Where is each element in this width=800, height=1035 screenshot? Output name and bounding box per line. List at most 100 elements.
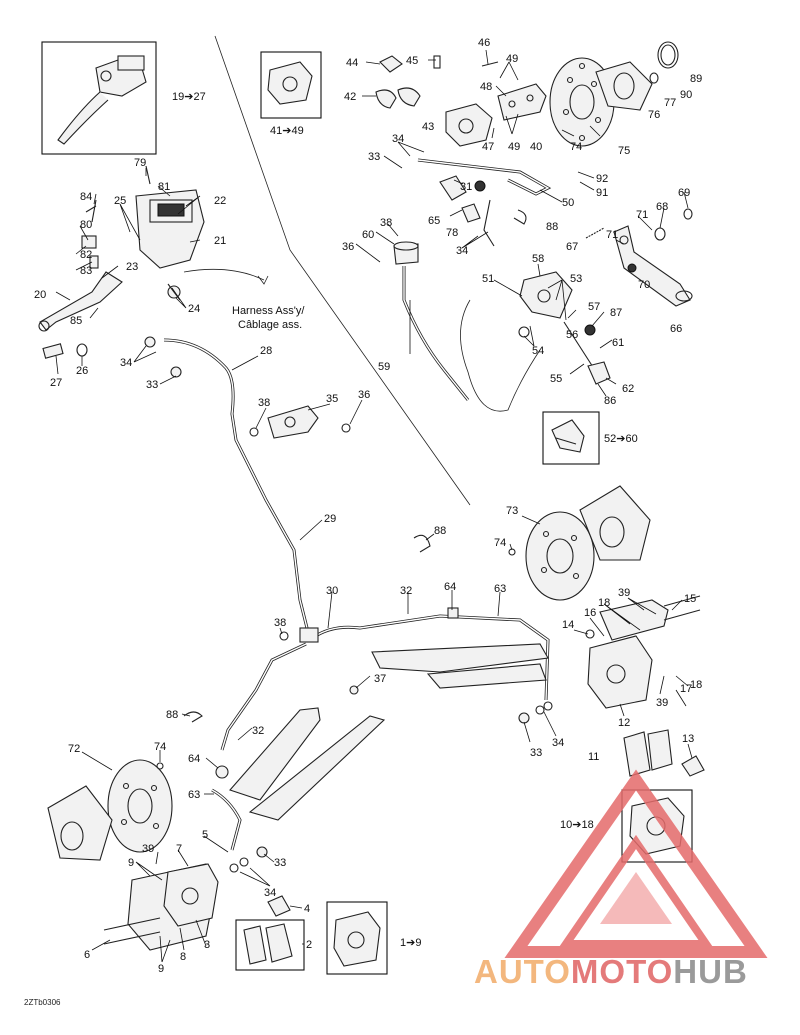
reservoir-60	[393, 241, 419, 265]
label-39-b: 39	[656, 697, 668, 709]
label-20: 20	[34, 289, 46, 301]
label-60: 60	[362, 229, 374, 241]
label-74-c: 74	[154, 741, 166, 753]
pads-2	[235, 919, 305, 971]
label-77: 77	[664, 97, 676, 109]
label-29: 29	[324, 513, 336, 525]
washer-54	[518, 326, 530, 338]
caliper-12	[587, 635, 653, 709]
label-61: 61	[612, 337, 624, 349]
front-disc-73	[525, 511, 595, 601]
label-13: 13	[682, 733, 694, 745]
spring-13	[681, 755, 705, 777]
label-50: 50	[562, 197, 574, 209]
label-5: 5	[202, 829, 208, 841]
label-70: 70	[638, 279, 650, 291]
harness-label-line1: Harness Ass'y/	[232, 305, 305, 317]
label-62: 62	[622, 383, 634, 395]
label-35: 35	[326, 393, 338, 405]
label-15: 15	[684, 593, 696, 605]
label-88-b: 88	[434, 525, 446, 537]
label-21: 21	[214, 235, 226, 247]
brake-line-28-29	[163, 338, 312, 641]
label-65: 65	[428, 215, 440, 227]
label-85: 85	[70, 315, 82, 327]
pads-11	[623, 729, 673, 777]
watermark-text: AUTOMOTOHUB	[474, 953, 800, 993]
splitter-30	[299, 607, 550, 701]
spring-67	[585, 227, 605, 239]
bolt-74-lower	[156, 762, 164, 770]
drawing-code: 2ZTb0306	[24, 998, 61, 1007]
label-36: 36	[342, 241, 354, 253]
label-39: 39	[618, 587, 630, 599]
brake-pedal-66	[613, 225, 693, 307]
label-66: 66	[670, 323, 682, 335]
label-92: 92	[596, 173, 608, 185]
rear-master-cylinder-58	[519, 271, 573, 319]
label-42: 42	[344, 91, 356, 103]
clip-87	[584, 324, 596, 336]
inset-box-caliper-1	[326, 901, 388, 975]
label-83: 83	[80, 265, 92, 277]
callout-52-60: 52➔60	[604, 433, 638, 445]
label-89: 89	[690, 73, 702, 85]
washer-38-mid	[249, 427, 259, 437]
caliper-bracket-15	[599, 595, 701, 641]
label-72: 72	[68, 743, 80, 755]
master-cylinder-21	[135, 189, 205, 269]
label-56: 56	[566, 329, 578, 341]
watermark-hub: HUB	[673, 953, 748, 990]
fitting-33-34-right	[518, 701, 553, 724]
callout-41-49: 41➔49	[270, 125, 304, 137]
label-24: 24	[188, 303, 200, 315]
part-number-labels: 46 44 45 49 89 42 48 90 77 43 76 34 47 4…	[34, 37, 702, 975]
bushing-26-27	[42, 343, 88, 359]
nut-70	[627, 263, 637, 273]
harness-arrow	[257, 275, 269, 285]
label-4: 4	[304, 903, 310, 915]
label-76: 76	[648, 109, 660, 121]
label-71: 71	[636, 209, 648, 221]
label-63: 63	[494, 583, 506, 595]
label-54: 54	[532, 345, 544, 357]
label-34-d: 34	[552, 737, 564, 749]
label-33-b: 33	[146, 379, 158, 391]
front-caliper-43	[445, 103, 493, 147]
label-17: 17	[680, 683, 692, 695]
hub-right	[579, 485, 651, 561]
label-38-b: 38	[258, 397, 270, 409]
label-36-b: 36	[358, 389, 370, 401]
label-64-b: 64	[188, 753, 200, 765]
label-74: 74	[570, 141, 582, 153]
label-23: 23	[126, 261, 138, 273]
label-16: 16	[584, 607, 596, 619]
fitting-33-34-left	[229, 846, 268, 873]
label-33-d: 33	[274, 857, 286, 869]
label-49: 49	[506, 53, 518, 65]
label-26: 26	[76, 365, 88, 377]
label-2: 2	[306, 939, 312, 951]
label-30: 30	[326, 585, 338, 597]
clevis-62	[587, 361, 611, 385]
banjo-line-78	[483, 199, 495, 247]
harness-lead	[183, 268, 265, 281]
label-88: 88	[546, 221, 558, 233]
label-12: 12	[618, 717, 630, 729]
label-28: 28	[260, 345, 272, 357]
section-divider-line	[214, 35, 471, 506]
callout-19-27: 19➔27	[172, 91, 206, 103]
label-18: 18	[598, 597, 610, 609]
label-53: 53	[570, 273, 582, 285]
label-68: 68	[656, 201, 668, 213]
label-33-c: 33	[530, 747, 542, 759]
label-46: 46	[478, 37, 490, 49]
label-43: 43	[422, 121, 434, 133]
leader-lines	[55, 49, 693, 963]
watermark-moto: MOTO	[570, 953, 674, 990]
label-22: 22	[214, 195, 226, 207]
label-88-c: 88	[166, 709, 178, 721]
switch-65-31	[439, 175, 486, 223]
label-34-e: 34	[264, 887, 276, 899]
